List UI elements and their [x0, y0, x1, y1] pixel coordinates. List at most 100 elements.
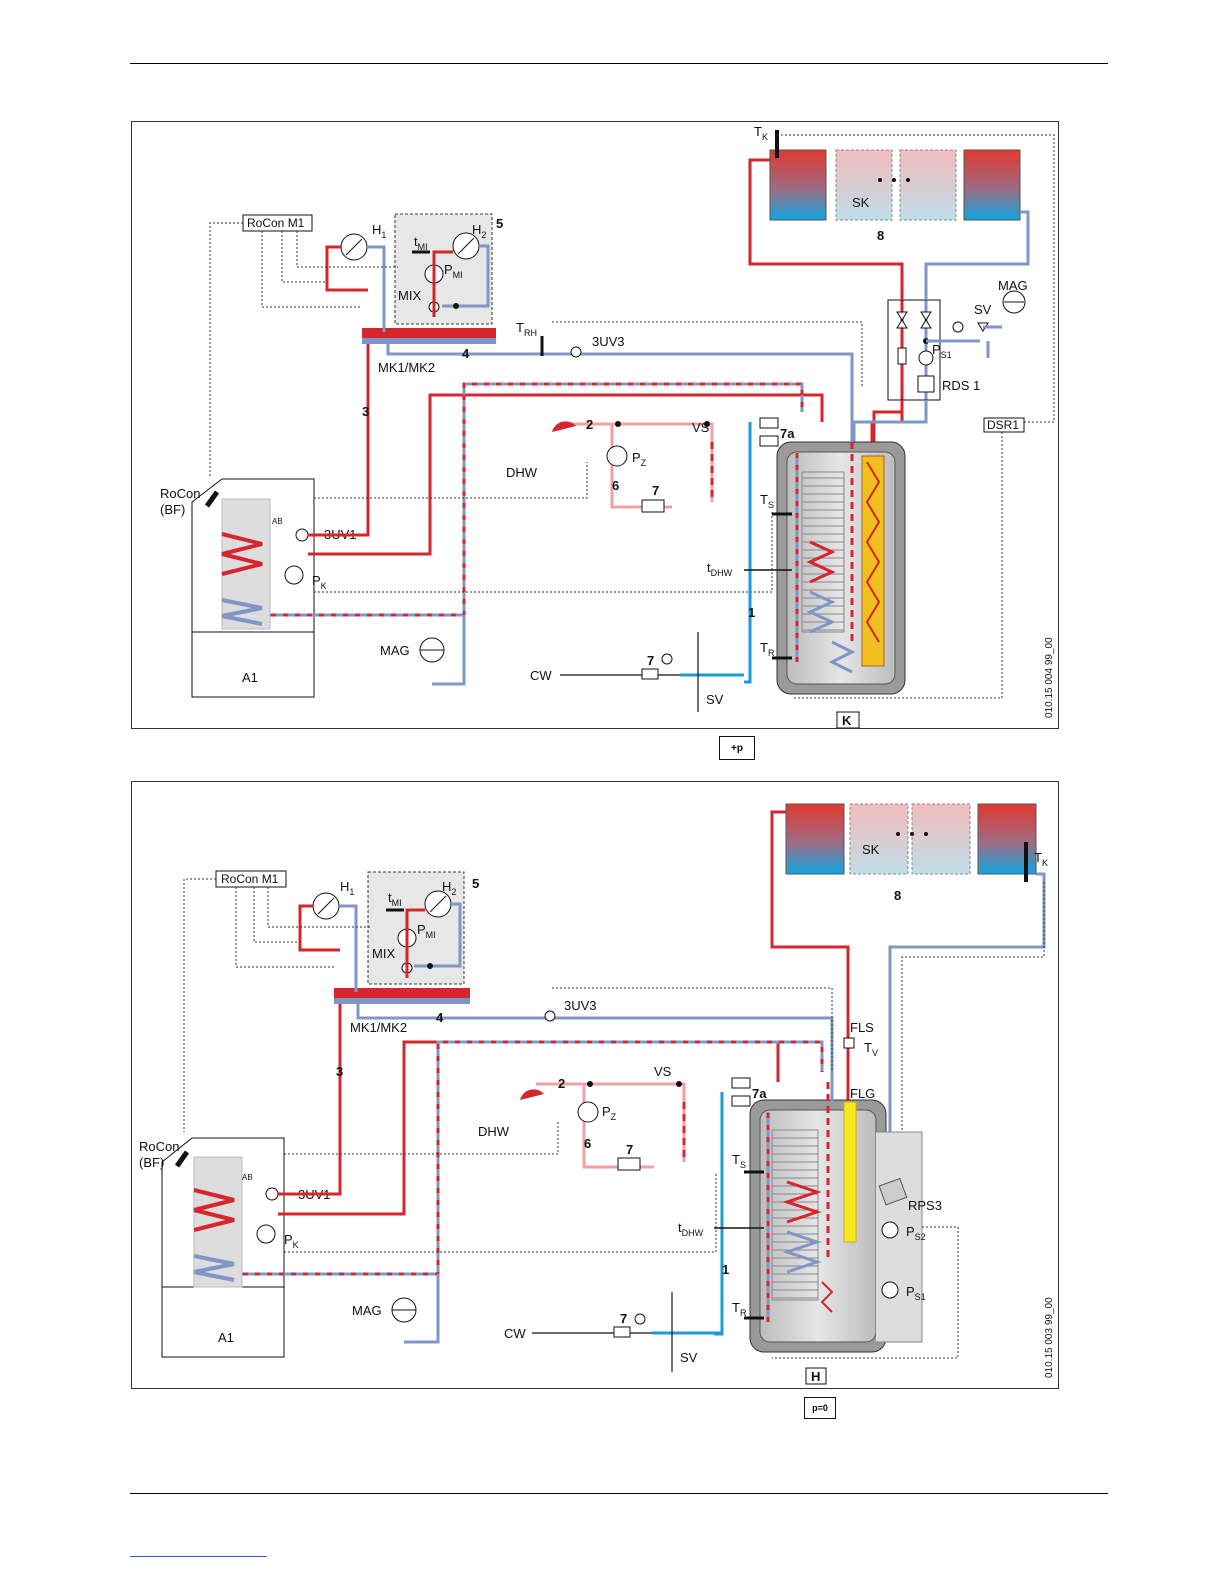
- label-h2: H2: [472, 222, 486, 240]
- solar-flow-pipe: [770, 810, 850, 1122]
- label-pk: PK: [284, 1232, 299, 1250]
- distributor-bar: [334, 988, 470, 998]
- label-sv-bottom: SV: [706, 692, 724, 707]
- label-3: 3: [362, 404, 369, 419]
- label-5: 5: [472, 876, 479, 891]
- label-h1: H1: [340, 879, 354, 897]
- shower-head: [552, 421, 576, 432]
- symbol-p-zero-text: p=0: [812, 1403, 828, 1413]
- storage-tank: [749, 1099, 887, 1353]
- label-mk: MK1/MK2: [350, 1020, 407, 1035]
- label-mag-left: MAG: [352, 1303, 382, 1318]
- label-3uv3: 3UV3: [564, 998, 597, 1013]
- label-cw: CW: [504, 1326, 526, 1341]
- pump-pz: [606, 445, 628, 467]
- label-7b: 7: [647, 653, 654, 668]
- label-mix: MIX: [372, 946, 395, 961]
- label-rocon-bf-1: RoCon: [139, 1139, 179, 1154]
- pipe-dhw: [536, 1082, 654, 1169]
- label-h2: H2: [442, 879, 456, 897]
- label-fls: FLS: [850, 1020, 874, 1035]
- label-tr: TR: [732, 1300, 747, 1318]
- label-4: 4: [462, 346, 470, 361]
- label-8: 8: [877, 228, 884, 243]
- valve-3uv1: [295, 528, 309, 542]
- label-ts: TS: [732, 1152, 746, 1170]
- pump-pk: [284, 565, 304, 585]
- label-1: 1: [748, 605, 755, 620]
- shower-head: [520, 1089, 544, 1100]
- pipe-mag-left: [404, 1274, 440, 1344]
- label-ab: AB: [272, 517, 283, 526]
- label-dhw: DHW: [506, 465, 538, 480]
- heat-generator-a1: [161, 1137, 285, 1358]
- label-3: 3: [336, 1064, 343, 1079]
- label-7b: 7: [620, 1311, 627, 1326]
- label-pz: PZ: [632, 450, 647, 468]
- label-ps2: PS2: [906, 1224, 926, 1242]
- label-8: 8: [894, 888, 901, 903]
- label-tk: TK: [1034, 850, 1048, 868]
- diagram-top-svg: TK SK 8 MAG SV PS1 RDS 1 DSR1 K: [160, 124, 1055, 729]
- pipe-flow-3: [308, 332, 370, 537]
- solar-pump-ps1: [918, 350, 934, 366]
- label-6: 6: [584, 1136, 591, 1151]
- label-sv-bottom: SV: [680, 1350, 698, 1365]
- solar-pump-ps1: [881, 1281, 899, 1299]
- diagram-code: 010.15 003 99_00: [1044, 1297, 1055, 1378]
- label-sk: SK: [862, 842, 880, 857]
- label-7: 7: [652, 483, 659, 498]
- label-mk: MK1/MK2: [378, 360, 435, 375]
- label-h1: H1: [372, 222, 386, 240]
- label-3uv3: 3UV3: [592, 334, 625, 349]
- label-2: 2: [558, 1076, 565, 1091]
- pipe-flow-3: [278, 994, 342, 1196]
- label-tv: TV: [864, 1040, 878, 1058]
- frame-letter-h: H: [811, 1369, 820, 1384]
- pipe-flow-main: [278, 1040, 780, 1216]
- label-ps1: PS1: [906, 1284, 926, 1302]
- pump-pz: [577, 1101, 599, 1123]
- label-2: 2: [586, 417, 593, 432]
- label-dhw: DHW: [478, 1124, 510, 1139]
- solar-collectors: [769, 149, 1021, 221]
- diagram-bottom-svg: TK SK 8 FLS TV FLG RPS3 PS2 PS1 H RoCon …: [139, 803, 1055, 1385]
- storage-tank: [776, 441, 906, 695]
- label-ts: TS: [760, 492, 774, 510]
- label-sv-right: SV: [974, 302, 992, 317]
- label-rocon-m1: RoCon M1: [247, 216, 305, 230]
- label-tr: TR: [760, 640, 775, 658]
- label-tk: TK: [754, 124, 768, 142]
- label-tmi: tMI: [414, 234, 428, 252]
- label-mag-right: MAG: [998, 278, 1028, 293]
- footer-link-underline: [130, 1556, 267, 1557]
- valve-3uv3: [544, 1010, 556, 1022]
- label-vs: VS: [654, 1064, 672, 1079]
- pipe-return-4: [386, 344, 854, 442]
- solar-pump-ps2: [881, 1221, 899, 1239]
- label-cw: CW: [530, 668, 552, 683]
- label-trh: TRH: [516, 320, 537, 338]
- label-ps1: PS1: [932, 342, 952, 360]
- label-pmi: PMI: [417, 922, 436, 940]
- label-dsr1: DSR1: [987, 418, 1019, 432]
- label-rps3: RPS3: [908, 1198, 942, 1213]
- label-6: 6: [612, 478, 619, 493]
- pipe-flow-main: [308, 393, 824, 556]
- valve-3uv1: [265, 1187, 279, 1201]
- label-rds1: RDS 1: [942, 378, 980, 393]
- symbol-plus-p: +p: [719, 736, 755, 760]
- label-7a: 7a: [780, 426, 795, 441]
- label-mag-left: MAG: [380, 643, 410, 658]
- label-1: 1: [722, 1262, 729, 1277]
- pipe-mag-left: [432, 615, 466, 686]
- label-rocon-bf-2: (BF): [139, 1155, 164, 1170]
- diagram-bottom: TK SK 8 FLS TV FLG RPS3 PS2 PS1 H RoCon …: [131, 781, 1059, 1389]
- diagram-code: 010.15 004 99_00: [1044, 637, 1055, 718]
- distributor-bar: [362, 328, 496, 338]
- label-rocon-bf-2: (BF): [160, 502, 185, 517]
- label-mix: MIX: [398, 288, 421, 303]
- frame-letter-box: [805, 1367, 827, 1385]
- valve-3uv3: [570, 346, 582, 358]
- label-a1: A1: [242, 670, 258, 685]
